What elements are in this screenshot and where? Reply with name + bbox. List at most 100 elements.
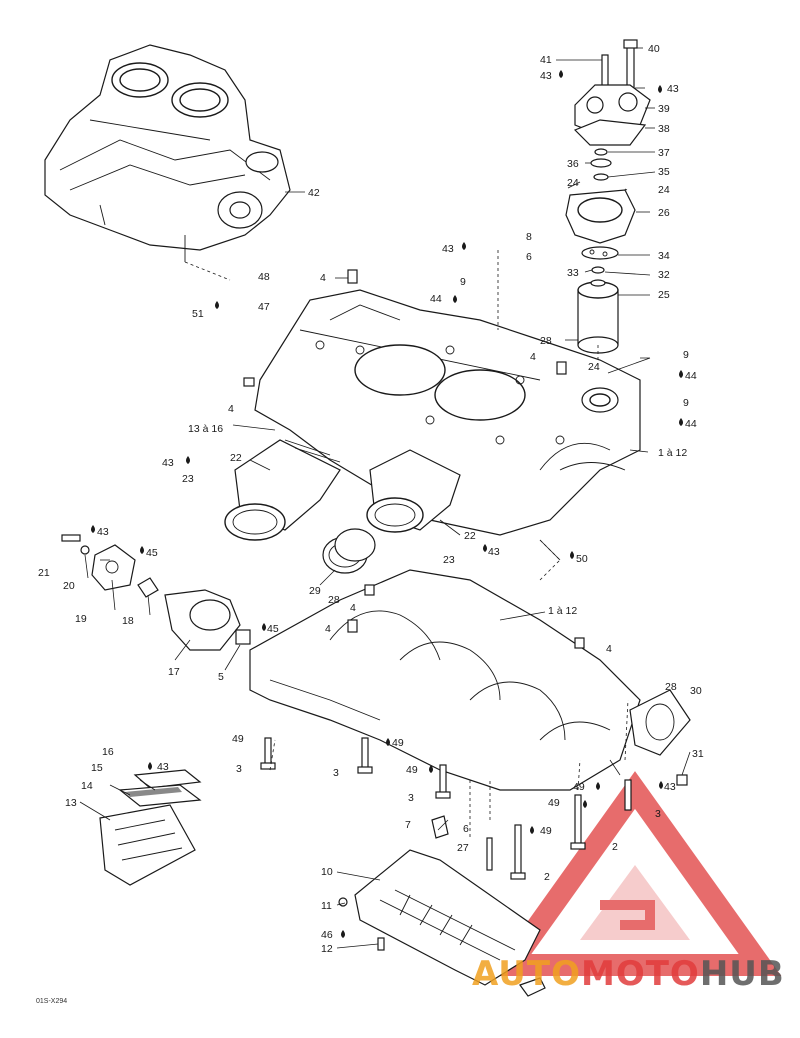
- watermark-text: AUTOMOTOHUB: [472, 954, 785, 994]
- callout-4: 4: [320, 272, 326, 284]
- callout-49: 49: [540, 825, 552, 837]
- callout-24: 24: [588, 361, 600, 373]
- callout-46: 46: [321, 929, 333, 941]
- callout-44: 44: [430, 293, 442, 305]
- callout-49: 49: [406, 764, 418, 776]
- callout-39: 39: [658, 103, 670, 115]
- callout-1-to-12: 1 à 12: [658, 447, 687, 459]
- callout-5: 5: [218, 671, 224, 683]
- callout-1-to-12: 1 à 12: [548, 605, 577, 617]
- svg-text:AUTOMOTOHUB: AUTOMOTOHUB: [472, 954, 785, 994]
- callout-6: 6: [463, 823, 469, 835]
- callout-21: 21: [38, 567, 50, 579]
- callout-9: 9: [683, 349, 689, 361]
- callout-16: 16: [102, 746, 114, 758]
- callout-17: 17: [168, 666, 180, 678]
- engine-block-assembly: [44, 44, 291, 262]
- callout-43: 43: [162, 457, 174, 469]
- callout-13-to-16: 13 à 16: [188, 423, 223, 435]
- callout-22: 22: [464, 530, 476, 542]
- callout-13: 13: [65, 797, 77, 809]
- callout-42: 42: [308, 187, 320, 199]
- callout-labels: 40 41 43 43 39 38 37 36 35 24 24 26 34 3…: [38, 43, 704, 955]
- exhaust-manifold: [338, 849, 546, 997]
- callout-44: 44: [685, 418, 697, 430]
- rotary-valve-group: [61, 534, 251, 651]
- callout-24: 24: [658, 184, 670, 196]
- callout-15: 15: [91, 762, 103, 774]
- callout-33: 33: [567, 267, 579, 279]
- callout-26: 26: [658, 207, 670, 219]
- callout-4: 4: [530, 351, 536, 363]
- callout-4: 4: [606, 643, 612, 655]
- callout-51: 51: [192, 308, 204, 320]
- callout-12: 12: [321, 943, 333, 955]
- callout-28: 28: [665, 681, 677, 693]
- callout-43: 43: [97, 526, 109, 538]
- callout-43: 43: [540, 70, 552, 82]
- callout-43: 43: [442, 243, 454, 255]
- callout-40: 40: [648, 43, 660, 55]
- callout-28: 28: [540, 335, 552, 347]
- watermark-logo: [488, 771, 782, 976]
- callout-23: 23: [443, 554, 455, 566]
- lower-crankcase: [249, 569, 691, 791]
- reed-valve-exploded: [99, 769, 202, 886]
- callout-38: 38: [658, 123, 670, 135]
- bolt-hardware: [260, 737, 688, 880]
- callout-49: 49: [232, 733, 244, 745]
- callout-9: 9: [683, 397, 689, 409]
- callout-6: 6: [526, 251, 532, 263]
- intake-manifolds: [224, 439, 461, 541]
- callout-11: 11: [321, 900, 332, 912]
- callout-43: 43: [488, 546, 500, 558]
- callout-31: 31: [692, 748, 704, 760]
- callout-3: 3: [333, 767, 339, 779]
- callout-49: 49: [573, 781, 585, 793]
- callout-43: 43: [667, 83, 679, 95]
- leader-lines: [79, 47, 691, 949]
- callout-28: 28: [328, 594, 340, 606]
- callout-8: 8: [526, 231, 532, 243]
- callout-3: 3: [655, 808, 661, 820]
- callout-37: 37: [658, 147, 670, 159]
- callout-34: 34: [658, 250, 670, 262]
- callout-36: 36: [567, 158, 579, 170]
- callout-29: 29: [309, 585, 321, 597]
- callout-49: 49: [548, 797, 560, 809]
- callout-4: 4: [228, 403, 234, 415]
- callout-9: 9: [460, 276, 466, 288]
- callout-45: 45: [146, 547, 158, 559]
- callout-44: 44: [685, 370, 697, 382]
- watermark-part-moto: MOTO: [581, 954, 700, 994]
- seal-rings: [322, 528, 376, 574]
- callout-35: 35: [658, 166, 670, 178]
- callout-2: 2: [612, 841, 618, 853]
- callout-3: 3: [408, 792, 414, 804]
- callout-25: 25: [658, 289, 670, 301]
- figure-reference-code: 01S-X294: [36, 998, 67, 1005]
- callout-18: 18: [122, 615, 134, 627]
- callout-22: 22: [230, 452, 242, 464]
- callout-49: 49: [392, 737, 404, 749]
- water-pump-assembly: [565, 39, 651, 354]
- callout-7: 7: [405, 819, 411, 831]
- upper-crankcase: [243, 269, 641, 536]
- callout-30: 30: [690, 685, 702, 697]
- callout-4: 4: [350, 602, 356, 614]
- callout-45: 45: [267, 623, 279, 635]
- callout-41: 41: [540, 54, 552, 66]
- callout-50: 50: [576, 553, 588, 565]
- callout-19: 19: [75, 613, 87, 625]
- callout-2: 2: [544, 871, 550, 883]
- watermark-part-auto: AUTO: [472, 954, 581, 994]
- callout-3: 3: [236, 763, 242, 775]
- loctite-markers: [91, 70, 683, 938]
- callout-10: 10: [321, 866, 333, 878]
- callout-48: 48: [258, 271, 270, 283]
- callout-32: 32: [658, 269, 670, 281]
- callout-43: 43: [157, 761, 169, 773]
- callout-23: 23: [182, 473, 194, 485]
